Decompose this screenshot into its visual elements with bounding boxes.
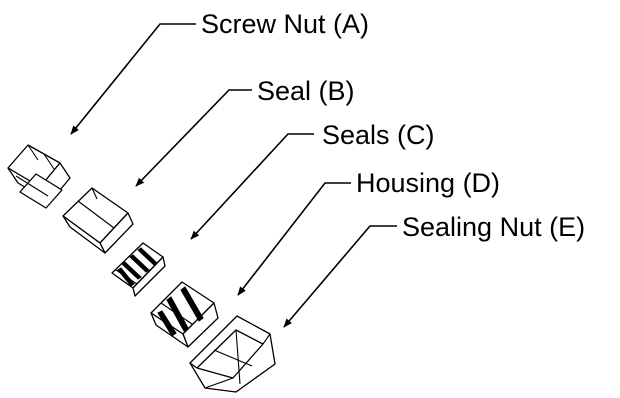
leader-arrow-d [237,182,351,296]
leader-arrow-a [70,23,196,135]
housing-part [150,281,219,348]
callout-label-d: Housing (D) [356,168,500,198]
callout-label-e: Sealing Nut (E) [402,212,585,242]
seals-part [111,242,166,297]
callout-seals: Seals (C) [190,120,435,240]
callout-label-b: Seal (B) [257,76,355,106]
leader-arrow-b [135,89,252,187]
callout-sealing-nut: Sealing Nut (E) [283,212,585,328]
callout-housing: Housing (D) [237,168,500,296]
callout-seal: Seal (B) [135,76,355,187]
callout-label-c: Seals (C) [322,120,435,150]
leader-arrow-c [190,133,314,240]
sealing-nut-part [189,315,276,393]
callout-screw-nut: Screw Nut (A) [70,9,369,135]
seal-part [62,187,134,254]
leader-arrow-e [283,225,397,328]
callout-label-a: Screw Nut (A) [201,9,369,39]
screw-nut-part [7,144,71,209]
